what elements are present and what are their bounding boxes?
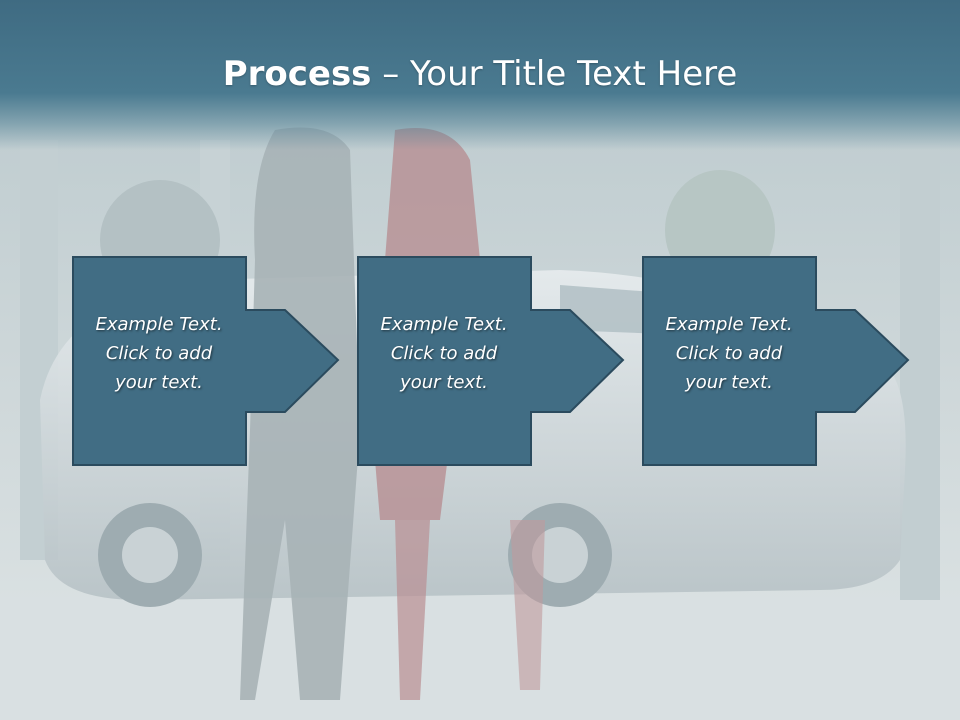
- step-text: Example Text. Click to add your text.: [72, 310, 246, 397]
- step-line-2: Click to add: [675, 343, 783, 364]
- arrow-right-icon: [642, 256, 910, 466]
- step-line-3: your text.: [115, 372, 203, 393]
- arrow-right-icon: [357, 256, 625, 466]
- title-band: [0, 0, 960, 150]
- step-line-1: Example Text.: [665, 314, 793, 335]
- arrow-right-icon: [72, 256, 340, 466]
- slide-title[interactable]: Process – Your Title Text Here: [0, 52, 960, 96]
- step-line-1: Example Text.: [380, 314, 508, 335]
- process-step-2[interactable]: Example Text. Click to add your text.: [357, 256, 627, 468]
- step-line-1: Example Text.: [95, 314, 223, 335]
- process-step-3[interactable]: Example Text. Click to add your text.: [642, 256, 912, 468]
- process-step-1[interactable]: Example Text. Click to add your text.: [72, 256, 342, 468]
- step-text: Example Text. Click to add your text.: [357, 310, 531, 397]
- step-line-2: Click to add: [390, 343, 498, 364]
- title-rest: – Your Title Text Here: [371, 54, 738, 94]
- step-text: Example Text. Click to add your text.: [642, 310, 816, 397]
- step-line-2: Click to add: [105, 343, 213, 364]
- step-line-3: your text.: [400, 372, 488, 393]
- step-line-3: your text.: [685, 372, 773, 393]
- title-bold: Process: [222, 54, 372, 94]
